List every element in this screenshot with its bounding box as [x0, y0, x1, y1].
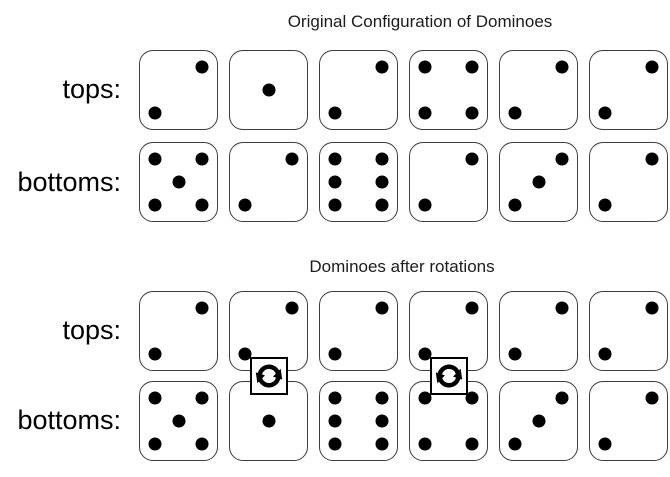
- pip: [328, 391, 342, 405]
- die-after-rotations-top-1: [139, 291, 218, 371]
- pip: [148, 391, 162, 405]
- die-after-rotations-top-5: [499, 291, 578, 371]
- pip: [262, 83, 275, 97]
- pip: [375, 60, 389, 74]
- pip: [148, 106, 162, 120]
- row-label-tops-original: tops:: [62, 74, 121, 104]
- pip: [375, 414, 389, 428]
- die-original-top-5: [499, 50, 578, 130]
- pip: [195, 301, 209, 315]
- die-original-bottom-6: [589, 142, 668, 222]
- pip: [465, 60, 479, 74]
- pip: [148, 437, 162, 451]
- pip: [328, 152, 342, 166]
- pip: [328, 175, 342, 189]
- section-title-after-rotations: Dominoes after rotations: [309, 257, 495, 276]
- pip: [375, 198, 389, 212]
- row-label-bottoms-after: bottoms:: [17, 405, 121, 435]
- pip: [418, 347, 432, 361]
- pip: [465, 437, 479, 451]
- die-after-rotations-bottom-3: [319, 381, 398, 461]
- die-after-rotations-top-2: [229, 291, 308, 371]
- die-original-bottom-2: [229, 142, 308, 222]
- pip: [148, 198, 162, 212]
- pip: [375, 152, 389, 166]
- pip: [555, 152, 569, 166]
- pip: [508, 437, 522, 451]
- pip: [645, 391, 659, 405]
- pip: [148, 347, 162, 361]
- die-original-top-6: [589, 50, 668, 130]
- die-original-top-4: [409, 50, 488, 130]
- pip: [195, 437, 209, 451]
- pip: [418, 437, 432, 451]
- pip: [598, 437, 612, 451]
- pip: [328, 347, 342, 361]
- pip: [238, 198, 252, 212]
- rotation-icon: [429, 357, 468, 395]
- pip: [328, 106, 342, 120]
- die-original-top-1: [139, 50, 218, 130]
- pip: [508, 347, 522, 361]
- pip: [195, 198, 209, 212]
- pip: [532, 414, 545, 428]
- pip: [195, 60, 209, 74]
- die-after-rotations-bottom-4: [409, 381, 488, 461]
- pip: [285, 301, 299, 315]
- pip: [262, 414, 275, 428]
- die-after-rotations-bottom-1: [139, 381, 218, 461]
- pip: [418, 198, 432, 212]
- pip: [598, 198, 612, 212]
- pip: [172, 175, 185, 189]
- die-original-bottom-5: [499, 142, 578, 222]
- pip: [508, 198, 522, 212]
- pip: [508, 106, 522, 120]
- pip: [195, 391, 209, 405]
- die-original-top-2: [229, 50, 308, 130]
- rotation-icon: [249, 357, 288, 395]
- pip: [598, 106, 612, 120]
- pip: [465, 152, 479, 166]
- pip: [375, 301, 389, 315]
- die-original-top-3: [319, 50, 398, 130]
- pip: [555, 301, 569, 315]
- die-after-rotations-top-3: [319, 291, 398, 371]
- pip: [418, 106, 432, 120]
- row-label-tops-after: tops:: [62, 315, 121, 345]
- pip: [285, 152, 299, 166]
- pip: [375, 437, 389, 451]
- section-title-original: Original Configuration of Dominoes: [287, 12, 553, 31]
- pip: [645, 152, 659, 166]
- rotation-arrows-icon: [435, 364, 462, 388]
- pip: [598, 347, 612, 361]
- pip: [555, 60, 569, 74]
- row-label-bottoms-original: bottoms:: [17, 167, 121, 197]
- die-after-rotations-top-6: [589, 291, 668, 371]
- pip: [328, 414, 342, 428]
- pip: [375, 175, 389, 189]
- pip: [645, 301, 659, 315]
- pip: [645, 60, 659, 74]
- pip: [328, 437, 342, 451]
- die-after-rotations-bottom-6: [589, 381, 668, 461]
- pip: [328, 198, 342, 212]
- die-after-rotations-bottom-5: [499, 381, 578, 461]
- die-original-bottom-4: [409, 142, 488, 222]
- pip: [375, 391, 389, 405]
- rotation-arrows-icon: [255, 364, 282, 388]
- pip: [418, 60, 432, 74]
- pip: [465, 106, 479, 120]
- pip: [465, 301, 479, 315]
- pip: [532, 175, 545, 189]
- pip: [148, 152, 162, 166]
- pip: [555, 391, 569, 405]
- pip: [418, 391, 432, 405]
- pip: [195, 152, 209, 166]
- die-original-bottom-1: [139, 142, 218, 222]
- die-original-bottom-3: [319, 142, 398, 222]
- pip: [172, 414, 185, 428]
- pip: [465, 391, 479, 405]
- pip: [238, 347, 252, 361]
